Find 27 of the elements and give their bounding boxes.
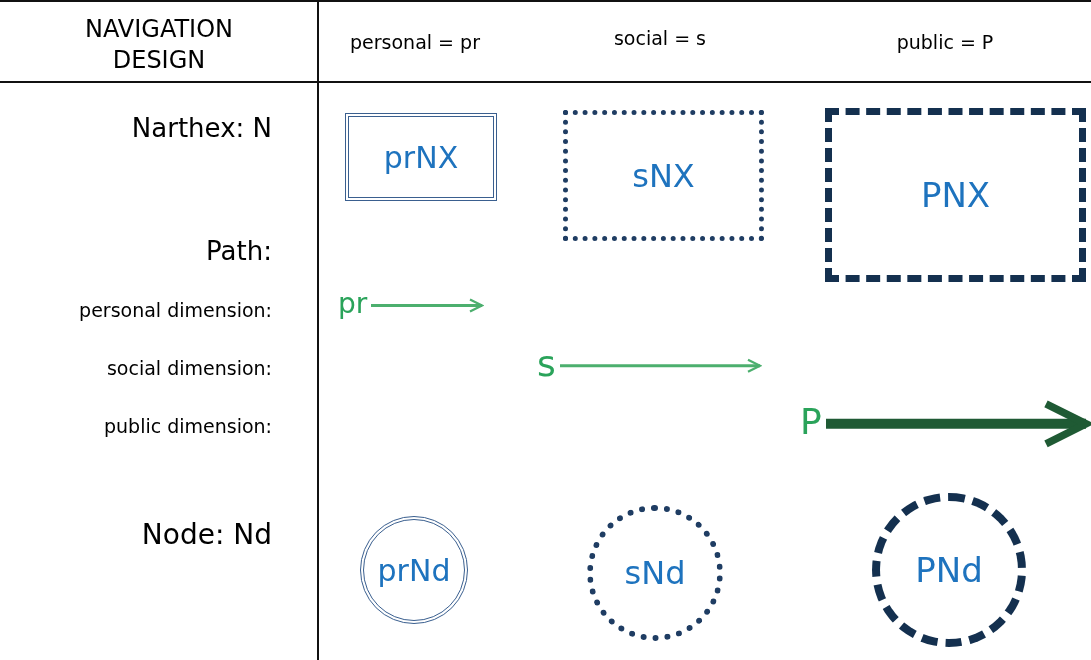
arrow bbox=[371, 298, 484, 313]
column-heading: social = s bbox=[613, 26, 707, 51]
row-heading: Narthex: N bbox=[131, 112, 272, 145]
node-label: prNd bbox=[377, 552, 451, 588]
node-label: sNd bbox=[624, 554, 686, 592]
narthex-box bbox=[825, 108, 1086, 282]
row-heading: Node: Nd bbox=[141, 517, 272, 553]
path-label: P bbox=[800, 404, 822, 440]
arrow bbox=[560, 358, 762, 373]
node-label: PNX bbox=[920, 175, 991, 215]
node-label: PNd bbox=[915, 550, 983, 590]
arrow bbox=[826, 400, 1090, 448]
node-circle bbox=[587, 505, 723, 641]
row-heading: personal dimension: bbox=[79, 298, 272, 323]
narthex-box bbox=[345, 113, 497, 201]
narthex-box bbox=[563, 110, 764, 241]
column-heading: public = P bbox=[896, 30, 994, 55]
row-heading: public dimension: bbox=[103, 414, 272, 439]
row-heading: social dimension: bbox=[106, 356, 272, 381]
column-heading: personal = pr bbox=[350, 30, 480, 55]
node-label: prNX bbox=[383, 139, 459, 175]
node-circle bbox=[872, 493, 1026, 647]
table-heading: NAVIGATION DESIGN bbox=[83, 14, 235, 77]
row-heading: Path: bbox=[206, 235, 272, 268]
path-label: pr bbox=[338, 290, 368, 318]
node-label: sNX bbox=[632, 156, 695, 195]
path-label: s bbox=[537, 346, 556, 382]
